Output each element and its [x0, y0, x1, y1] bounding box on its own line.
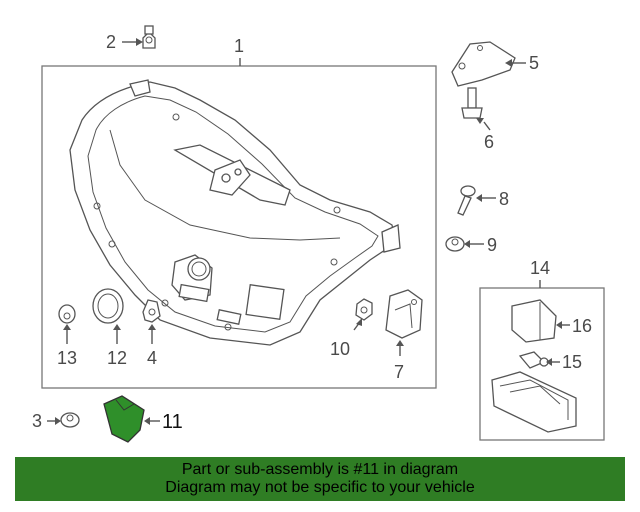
callout-2: 2 [106, 32, 116, 52]
lens-part-16 [511, 299, 557, 343]
banner-line-1: Part or sub-assembly is #11 in diagram [181, 461, 459, 478]
lamp-housing [491, 371, 577, 433]
bumper-part-4 [142, 299, 161, 323]
callout-12: 12 [107, 348, 127, 368]
trim-panel-frame [41, 65, 437, 389]
callout-14: 14 [530, 258, 550, 278]
bolt-part-2 [142, 25, 156, 49]
callout-1: 1 [234, 36, 244, 56]
nut-part-9 [445, 236, 465, 252]
grommet-part-3 [60, 412, 80, 428]
callout-3: 3 [32, 411, 42, 431]
grommet-part-13 [58, 304, 76, 324]
nut-part-10 [355, 298, 373, 321]
part-11-shape [103, 395, 145, 443]
callout-16: 16 [572, 316, 592, 336]
highlighted-part-11[interactable] [103, 395, 145, 443]
parts-diagram: 1 2 [32, 25, 605, 443]
callout-11: 11 [162, 411, 183, 433]
screw-part-8 [457, 185, 476, 216]
screw-part-6 [461, 87, 483, 119]
callout-8: 8 [499, 189, 509, 209]
bracket-part-5 [451, 41, 516, 87]
banner-line-2: Diagram may not be specific to your vehi… [165, 479, 475, 496]
info-banner: Part or sub-assembly is #11 in diagram D… [15, 457, 625, 501]
callout-7: 7 [394, 362, 404, 382]
callout-4: 4 [147, 348, 157, 368]
seal-ring-part-12 [92, 288, 124, 324]
callout-5: 5 [529, 53, 539, 73]
lamp-assembly-frame [479, 287, 605, 441]
callout-6: 6 [484, 132, 494, 152]
bulb-part-15 [518, 351, 549, 369]
callout-15: 15 [562, 352, 582, 372]
trunk-lid-trim-panel [69, 79, 401, 346]
bracket-part-7 [385, 289, 423, 339]
callout-13: 13 [57, 348, 77, 368]
callout-10: 10 [330, 339, 350, 359]
callout-9: 9 [487, 235, 497, 255]
